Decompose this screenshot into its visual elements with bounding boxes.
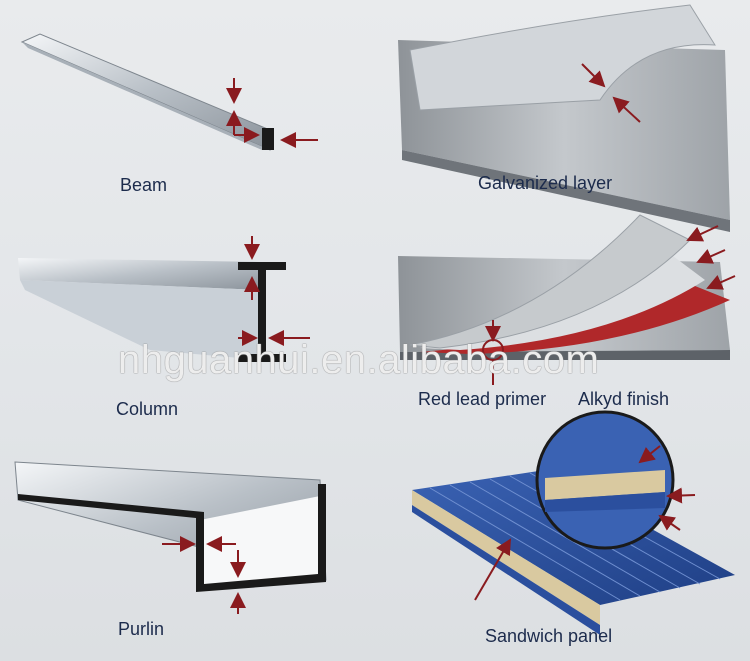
label-column: Column	[116, 399, 179, 419]
watermark: nhguanhui.en.alibaba.com	[118, 338, 600, 382]
label-galvanized-layer: Galvanized layer	[478, 173, 613, 193]
purlin-illustration	[14, 461, 327, 614]
coating-layers-illustration	[398, 214, 736, 385]
column-illustration	[18, 236, 310, 362]
label-red-lead-primer: Red lead primer	[418, 389, 547, 409]
galvanized-illustration	[398, 4, 730, 232]
beam-illustration	[20, 33, 318, 151]
label-beam: Beam	[120, 175, 168, 195]
label-purlin: Purlin	[118, 619, 165, 639]
label-alkyd-finish: Alkyd finish	[578, 389, 670, 409]
sandwich-panel-illustration	[412, 410, 735, 635]
label-sandwich-panel: Sandwich panel	[485, 626, 613, 646]
